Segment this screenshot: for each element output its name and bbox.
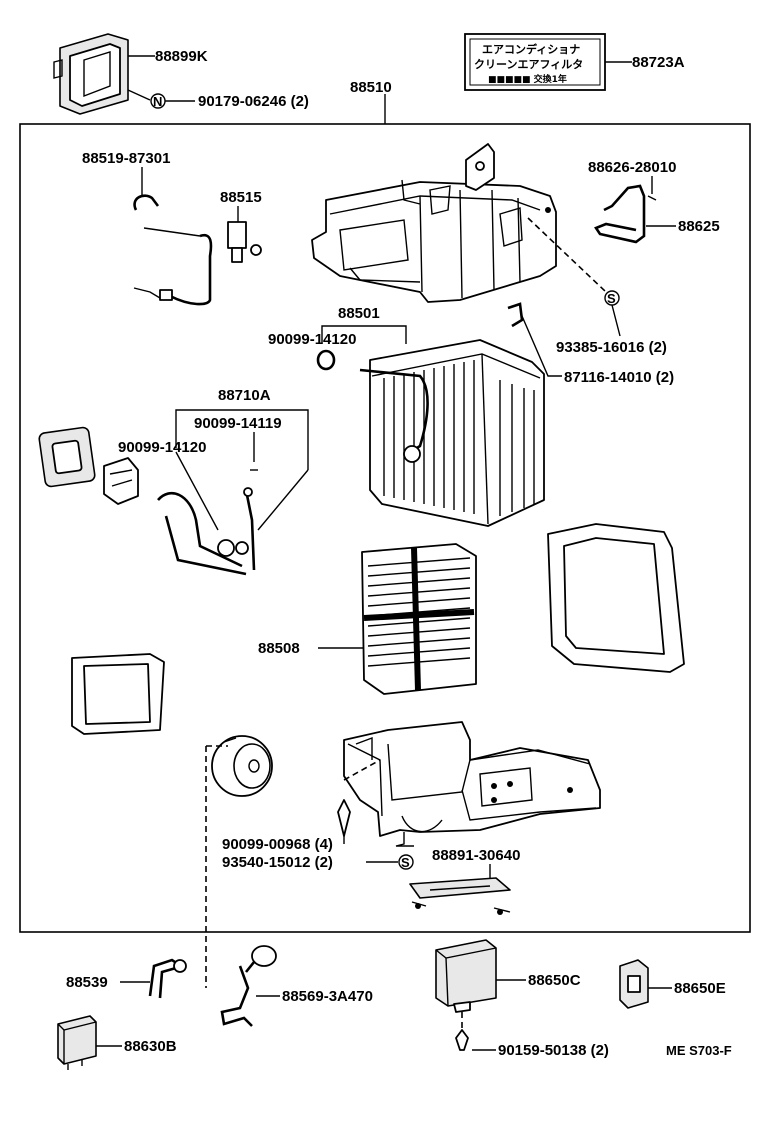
- svg-text:■■■■■ 交換1年: ■■■■■ 交換1年: [488, 73, 567, 85]
- blower-disc: [211, 735, 273, 797]
- filter-88508: [361, 543, 477, 695]
- label-88539: 88539: [66, 974, 108, 991]
- label-87116: 87116-14010 (2): [564, 369, 674, 386]
- label-93540: 93540-15012 (2): [222, 854, 333, 871]
- label-88625: 88625: [678, 218, 720, 235]
- relay-88630b: [57, 1015, 97, 1070]
- lower-case: [343, 721, 601, 837]
- svg-text:クリーンエアフィルタ: クリーンエアフィルタ: [474, 58, 583, 71]
- label-90099-14120-a: 90099-14120: [268, 331, 356, 348]
- bracket-88891: [409, 877, 511, 915]
- reference-code: ME S703-F: [666, 1043, 732, 1058]
- label-90179: 90179-06246 (2): [198, 93, 309, 110]
- label-90099-14120-b: 90099-14120: [118, 439, 206, 456]
- label-90099-14119: 90099-14119: [194, 415, 282, 432]
- sensor-88569: [220, 945, 277, 1027]
- gasket-frame-left: [71, 653, 165, 735]
- label-93385: 93385-16016 (2): [556, 339, 667, 356]
- harness-88515: [133, 221, 262, 306]
- svg-text:エアコンディショナ: エアコンディショナ: [482, 42, 580, 56]
- valve-88710a: [38, 426, 256, 576]
- label-88626: 88626-28010: [588, 159, 676, 176]
- label-88891: 88891-30640: [432, 847, 520, 864]
- label-90099-00968: 90099-00968 (4): [222, 836, 333, 853]
- part-88650e: [619, 959, 649, 1009]
- label-88899k: 88899K: [155, 48, 208, 65]
- marker-s1: S: [607, 291, 616, 306]
- label-88723a: 88723A: [632, 54, 685, 71]
- hose-88539: [148, 958, 187, 999]
- label-88519: 88519-87301: [82, 150, 170, 167]
- label-88501: 88501: [338, 305, 380, 322]
- gasket-frame-right: [547, 523, 685, 673]
- label-88650e: 88650E: [674, 980, 726, 997]
- label-88650c: 88650C: [528, 972, 581, 989]
- bracket-88625: [594, 184, 657, 244]
- label-88630b: 88630B: [124, 1038, 177, 1055]
- marker-n: N: [153, 94, 162, 109]
- label-88510: 88510: [350, 79, 392, 96]
- label-88710a: 88710A: [218, 387, 271, 404]
- label-88569: 88569-3A470: [282, 988, 373, 1005]
- upper-case: [311, 143, 557, 303]
- label-88515: 88515: [220, 189, 262, 206]
- filter-frame-88899k: [53, 33, 129, 115]
- label-88508: 88508: [258, 640, 300, 657]
- marker-s2: S: [401, 855, 410, 870]
- label-plate: エアコンディショナ クリーンエアフィルタ ■■■■■ 交換1年: [464, 33, 606, 91]
- evaporator-88501: [359, 339, 545, 527]
- label-90159: 90159-50138 (2): [498, 1042, 609, 1059]
- amplifier-88650c: [435, 939, 497, 1013]
